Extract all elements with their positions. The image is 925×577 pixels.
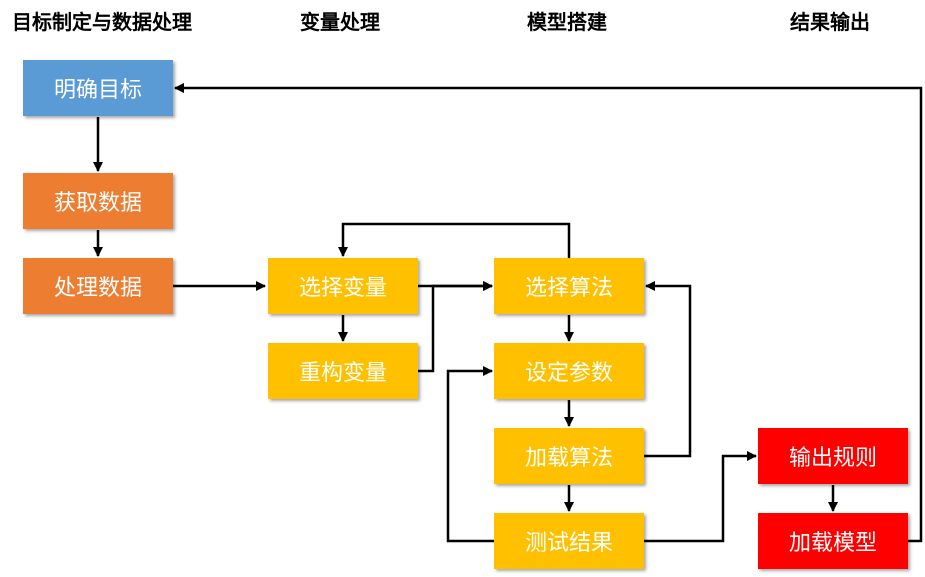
column-title-output: 结果输出 xyxy=(790,10,870,34)
column-title-goal-data: 目标制定与数据处理 xyxy=(12,10,192,34)
node-output-rules: 输出规则 xyxy=(758,428,908,484)
arrow-selectalgo-to-selectvars xyxy=(338,222,571,258)
arrow-rebuild-to-selectalgo xyxy=(418,281,493,373)
node-load-model: 加载模型 xyxy=(758,513,908,569)
column-title-variables: 变量处理 xyxy=(300,10,380,34)
node-clarify-goal: 明确目标 xyxy=(23,60,173,116)
arrow-loadalgo-to-selectalgo xyxy=(644,281,692,458)
node-load-algorithm: 加载算法 xyxy=(494,428,644,484)
node-test-results: 测试结果 xyxy=(494,513,644,569)
node-select-algorithm: 选择算法 xyxy=(494,258,644,314)
node-select-variables: 选择变量 xyxy=(268,258,418,314)
node-set-parameters: 设定参数 xyxy=(494,343,644,399)
node-process-data: 处理数据 xyxy=(23,258,173,314)
node-rebuild-variables: 重构变量 xyxy=(268,343,418,399)
column-title-model: 模型搭建 xyxy=(527,10,607,34)
node-get-data: 获取数据 xyxy=(23,173,173,229)
arrow-test-to-output xyxy=(644,451,757,543)
arrow-loadmodel-to-goal xyxy=(174,83,923,543)
arrow-test-to-params xyxy=(446,366,494,543)
